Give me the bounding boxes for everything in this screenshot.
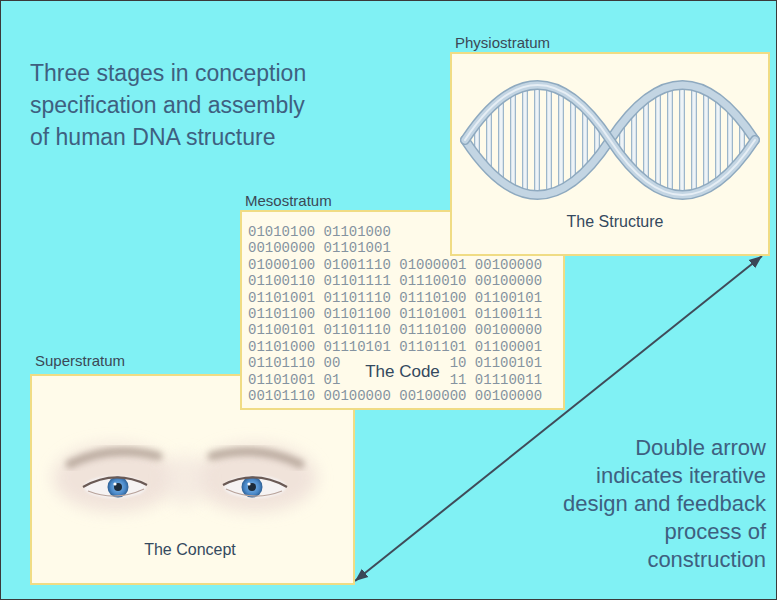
binary-code-row: 01101100 01101100 01101001 01100111 bbox=[248, 306, 542, 322]
stage-caption: The Code bbox=[362, 362, 443, 382]
left-eye bbox=[83, 476, 147, 498]
binary-code-row: 01000100 01001110 01000001 00100000 bbox=[248, 257, 542, 273]
diagram-title: Three stages in conception specification… bbox=[30, 57, 320, 153]
stage-caption: The Structure bbox=[567, 212, 664, 232]
binary-code-row: 01101000 01110101 01101101 01100001 bbox=[248, 339, 542, 355]
binary-code-row: 11 01110011 bbox=[450, 372, 542, 388]
binary-code-row: 01010100 01101000 bbox=[248, 224, 391, 240]
binary-code-row: 01101110 00 bbox=[248, 355, 340, 371]
binary-code-row: 01100101 01101110 01110100 00100000 bbox=[248, 322, 542, 338]
binary-code-row: 00100000 01101001 bbox=[248, 240, 391, 256]
skin-glow bbox=[53, 444, 317, 512]
helix-strands bbox=[465, 85, 755, 195]
binary-code-row: 00101110 00100000 00100000 00100000 bbox=[248, 388, 542, 404]
eyebrows bbox=[70, 452, 300, 465]
binary-code-row: 01101001 01101110 01110100 01100101 bbox=[248, 290, 542, 306]
stage-caption: The Concept bbox=[144, 540, 236, 560]
stage-heading: Mesostratum bbox=[245, 192, 332, 210]
stage-frame: The Structure bbox=[450, 52, 770, 256]
note-text: Double arrow indicates iterative design … bbox=[550, 434, 766, 574]
binary-code-row: 01100110 01101111 01110010 00100000 bbox=[248, 273, 542, 289]
binary-code-row: 01101001 01 bbox=[248, 372, 340, 388]
stage-heading: Physiostratum bbox=[455, 34, 550, 52]
stage-heading: Superstratum bbox=[35, 352, 125, 370]
stage-node: The Structure bbox=[450, 34, 770, 256]
right-eye bbox=[223, 476, 287, 498]
binary-code-row: 10 01100101 bbox=[450, 355, 542, 371]
